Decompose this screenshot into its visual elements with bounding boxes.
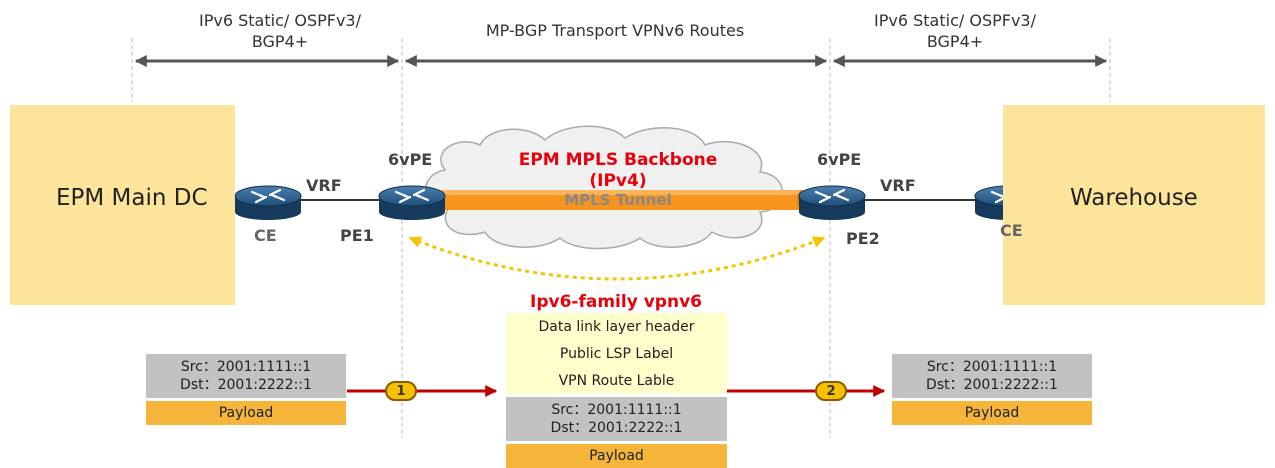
pe1-router-icon[interactable] — [377, 184, 447, 222]
packet-right-src: Src：2001:1111::1 — [926, 359, 1058, 375]
packet-middle-src: Src：2001:1111::1 — [551, 402, 682, 418]
ce-left-label: CE — [254, 226, 277, 245]
site-left-label: EPM Main DC — [56, 185, 208, 211]
packet-left-address: Src：2001:1111::1 Dst：2001:2222::1 — [146, 354, 346, 398]
ipv6-family-label: Ipv6-family vpnv6 — [530, 292, 702, 312]
ce-right-label: CE — [1000, 221, 1023, 240]
packet-middle-address: Src：2001:1111::1 Dst：2001:2222::1 — [506, 397, 727, 441]
vrf-right-label: VRF — [880, 176, 916, 195]
vpn-route-exchange-arrow — [408, 236, 826, 281]
packet-right-payload: Payload — [892, 401, 1092, 425]
site-right-box — [1003, 105, 1265, 305]
mpls-tunnel-label: MPLS Tunnel — [564, 191, 672, 209]
pe1-label: PE1 — [340, 226, 374, 245]
packet-middle-payload: Payload — [506, 444, 727, 468]
step-badge-1: 1 — [385, 381, 417, 401]
packet-middle-vpn: VPN Route Lable — [506, 367, 727, 394]
site-right-label: Warehouse — [1070, 185, 1198, 211]
packet-right-dst: Dst：2001:2222::1 — [926, 377, 1058, 393]
pe2-role-label: 6vPE — [817, 150, 862, 169]
pe2-label: PE2 — [846, 229, 880, 248]
pe2-router-icon[interactable] — [797, 184, 867, 222]
span-label-left: IPv6 Static/ OSPFv3/ BGP4+ — [199, 11, 361, 51]
span-label-middle: MP-BGP Transport VPNv6 Routes — [485, 21, 745, 40]
pe1-role-label: 6vPE — [388, 150, 433, 169]
packet-left-payload: Payload — [146, 401, 346, 425]
site-left-box — [10, 105, 235, 305]
span-label-right: IPv6 Static/ OSPFv3/ BGP4+ — [874, 11, 1036, 51]
backbone-subtitle: (IPv4) — [589, 171, 647, 191]
backbone-title: EPM MPLS Backbone — [518, 150, 718, 170]
step-badge-2: 2 — [815, 381, 847, 401]
packet-middle-header: Data link layer header — [506, 313, 727, 340]
vrf-left-label: VRF — [306, 176, 342, 195]
packet-middle-lsp: Public LSP Label — [506, 340, 727, 367]
packet-middle-dst: Dst：2001:2222::1 — [550, 420, 683, 436]
packet-left-dst: Dst：2001:2222::1 — [180, 377, 312, 393]
packet-right-address: Src：2001:1111::1 Dst：2001:2222::1 — [892, 354, 1092, 398]
packet-left-src: Src：2001:1111::1 — [180, 359, 312, 375]
ce-left-router-icon[interactable] — [233, 184, 303, 222]
